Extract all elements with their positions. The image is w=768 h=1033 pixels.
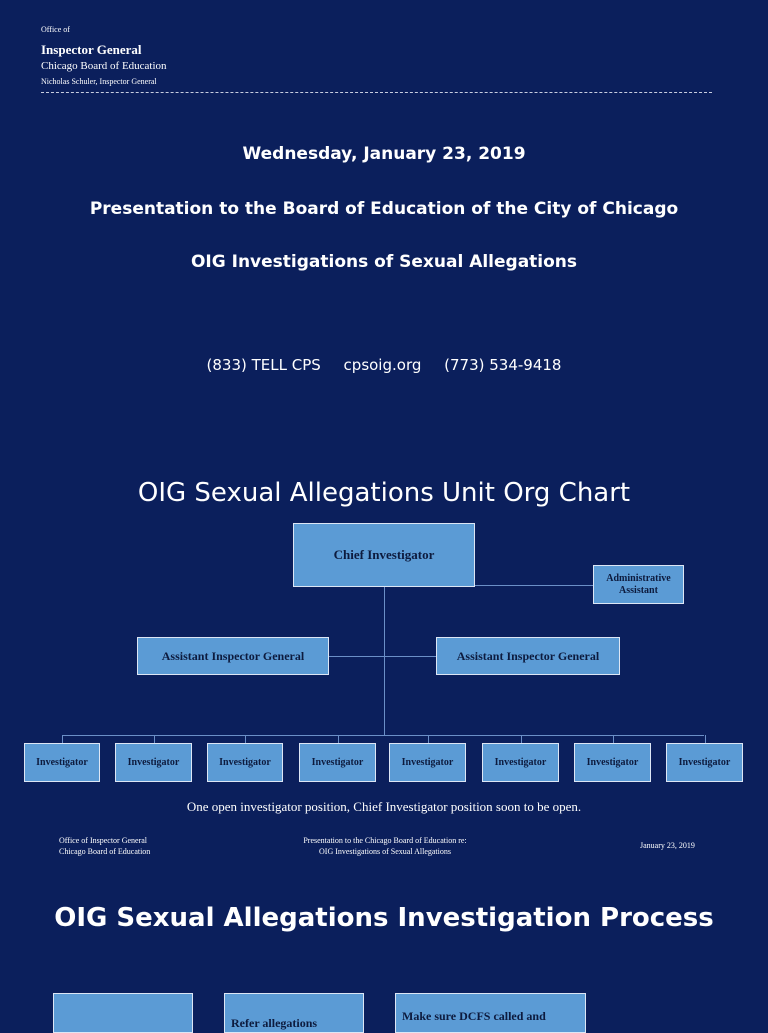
investigator-drop-line-1 [62, 735, 63, 743]
presentation-subject: OIG Investigations of Sexual Allegations [190, 252, 578, 272]
process-title: OIG Sexual Allegations Investigation Pro… [54, 903, 714, 933]
investigator-box-7: Investigator [574, 743, 651, 782]
investigator-box-4: Investigator [299, 743, 376, 782]
header-inspector-general: Inspector General [41, 42, 142, 57]
footer-left: Office of Inspector General Chicago Boar… [59, 835, 150, 857]
process-step-2-box: Refer allegations [224, 993, 364, 1033]
assistant-ig-left-box: Assistant Inspector General [137, 637, 329, 675]
investigator-drop-line-8 [705, 735, 706, 743]
presentation-date: Wednesday, January 23, 2019 [242, 144, 526, 164]
investigator-drop-line-5 [428, 735, 429, 743]
connector-chief-vertical [384, 587, 385, 735]
footer-left-line2: Chicago Board of Education [59, 847, 151, 856]
footer-center-line2: OIG Investigations of Sexual Allegations [319, 847, 451, 856]
contact-phone-number: (773) 534-9418 [444, 356, 562, 374]
footer-left-line1: Office of Inspector General [59, 836, 148, 845]
header-name-line: Nicholas Schuler, Inspector General [41, 77, 157, 86]
investigator-box-2: Investigator [115, 743, 192, 782]
process-step-3-box: Make sure DCFS called and [395, 993, 586, 1033]
footer-center-line1: Presentation to the Chicago Board of Edu… [303, 836, 467, 845]
assistant-ig-right-box: Assistant Inspector General [436, 637, 620, 675]
presentation-title: Presentation to the Board of Education o… [89, 199, 679, 219]
connector-chief-to-admin [475, 585, 593, 586]
contact-line: (833) TELL CPS cpsoig.org (773) 534-9418 [0, 356, 768, 374]
process-step-1-box [53, 993, 193, 1033]
investigator-drop-line-3 [245, 735, 246, 743]
investigator-box-6: Investigator [482, 743, 559, 782]
header-organization: Chicago Board of Education [41, 60, 167, 72]
investigator-drop-line-6 [521, 735, 522, 743]
connector-aig-horizontal [329, 656, 436, 657]
org-chart-title: OIG Sexual Allegations Unit Org Chart [137, 478, 631, 508]
chief-investigator-box: Chief Investigator [293, 523, 475, 587]
investigator-box-8: Investigator [666, 743, 743, 782]
header-divider [41, 92, 712, 93]
connector-investigators-bus [62, 735, 704, 736]
investigator-box-5: Investigator [389, 743, 466, 782]
investigator-box-3: Investigator [207, 743, 283, 782]
footer-date: January 23, 2019 [640, 841, 695, 850]
footer-center: Presentation to the Chicago Board of Edu… [250, 835, 520, 857]
open-positions-note: One open investigator position, Chief In… [186, 799, 582, 814]
investigator-box-1: Investigator [24, 743, 100, 782]
contact-phone-tell-cps: (833) TELL CPS [206, 356, 321, 374]
investigator-drop-line-2 [154, 735, 155, 743]
administrative-assistant-box: Administrative Assistant [593, 565, 684, 604]
investigator-drop-line-7 [613, 735, 614, 743]
investigator-drop-line-4 [338, 735, 339, 743]
header-office-of: Office of [41, 25, 70, 34]
contact-website: cpsoig.org [343, 356, 422, 374]
